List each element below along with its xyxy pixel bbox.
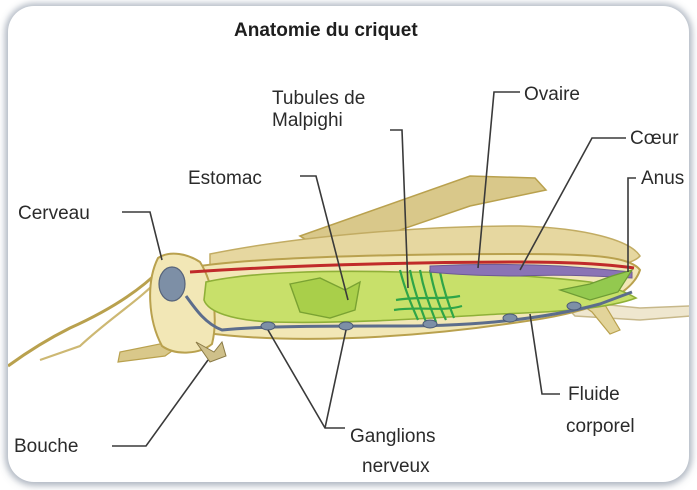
compound-eye [159,267,185,301]
leader-ganglions [268,330,346,428]
label-ovaire: Ovaire [524,84,580,105]
diagram-title: Anatomie du criquet [234,20,418,41]
leader-bouche [112,360,208,446]
label-cerveau: Cerveau [18,203,90,224]
label-ganglions-line2: nerveux [362,456,430,477]
leader-fluide [530,314,560,394]
label-bouche: Bouche [14,436,78,457]
label-tubules-line2: Malpighi [272,110,343,131]
label-coeur: Cœur [630,128,679,149]
label-estomac: Estomac [188,168,262,189]
label-fluide-line1: Fluide [568,384,620,405]
label-tubules-line1: Tubules de [272,88,365,109]
label-ganglions-line1: Ganglions [350,426,436,447]
cricket-anatomy-diagram: Anatomie du criquet Tubules de Malpighi … [8,6,689,482]
label-anus: Anus [641,168,684,189]
label-fluide-line2: corporel [566,416,635,437]
leader-cerveau [122,212,162,260]
diagram-frame: Anatomie du criquet Tubules de Malpighi … [8,6,689,482]
